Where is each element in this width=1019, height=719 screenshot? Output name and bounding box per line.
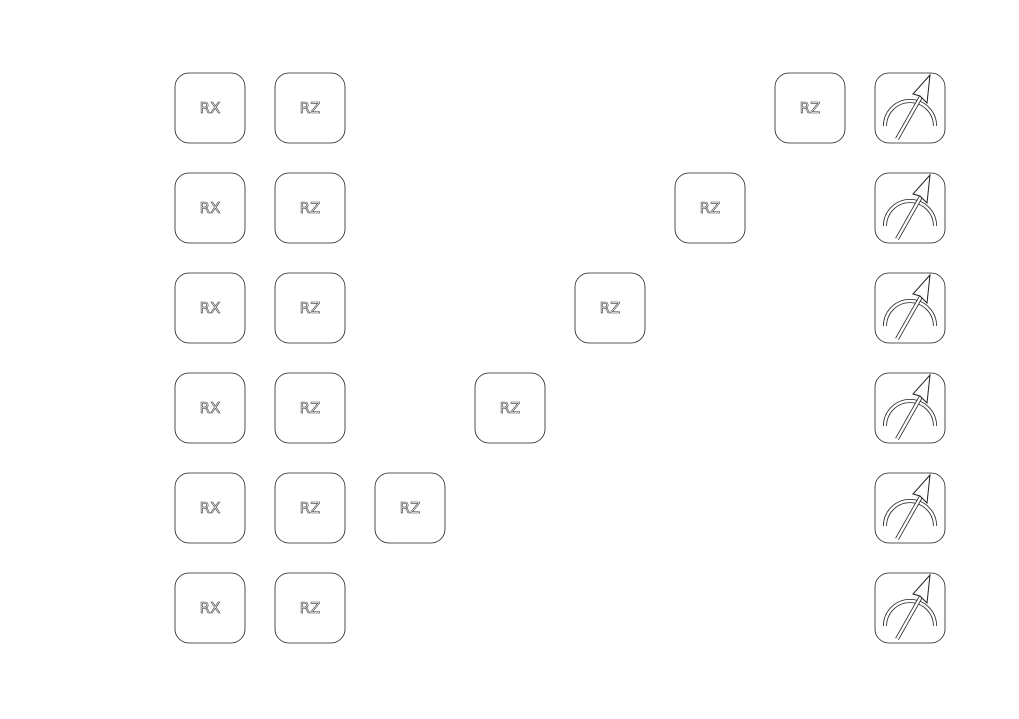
- gate-rz: RZ: [474, 372, 546, 444]
- measure-gate: [874, 72, 946, 144]
- gate-rz: RZ: [274, 72, 346, 144]
- gate-box: [474, 372, 546, 444]
- gate-box: [174, 472, 246, 544]
- gate-rx: RX: [174, 72, 246, 144]
- gate-box: [574, 272, 646, 344]
- measure-gate: [874, 272, 946, 344]
- gate-box: [274, 572, 346, 644]
- gate-rz: RZ: [274, 172, 346, 244]
- meter-icon: [883, 73, 937, 140]
- gate-label: RX: [200, 199, 221, 217]
- gate-box: [374, 472, 446, 544]
- gate-rz: RZ: [274, 572, 346, 644]
- measure-gate: [874, 572, 946, 644]
- gate-label: RZ: [300, 99, 321, 117]
- meter-icon: [883, 273, 937, 340]
- measure-gate: [874, 372, 946, 444]
- gate-box: [174, 72, 246, 144]
- meter-icon: [883, 573, 937, 640]
- gate-rz: RZ: [574, 272, 646, 344]
- gate-label: RX: [200, 399, 221, 417]
- gate-box: [174, 372, 246, 444]
- gate-box: [174, 272, 246, 344]
- gate-box: [874, 572, 946, 644]
- gate-label: RX: [200, 99, 221, 117]
- gate-box: [274, 272, 346, 344]
- gate-rx: RX: [174, 472, 246, 544]
- gate-label: RZ: [800, 99, 821, 117]
- gate-label: RZ: [300, 499, 321, 517]
- gate-label: RZ: [300, 599, 321, 617]
- gate-rx: RX: [174, 372, 246, 444]
- meter-icon: [883, 373, 937, 440]
- meter-icon: [883, 173, 937, 240]
- gate-box: [674, 172, 746, 244]
- gate-rz: RZ: [374, 472, 446, 544]
- gate-label: RZ: [400, 499, 421, 517]
- gate-box: [274, 72, 346, 144]
- gate-box: [274, 372, 346, 444]
- gate-label: RZ: [600, 299, 621, 317]
- gate-box: [874, 372, 946, 444]
- measure-gate: [874, 172, 946, 244]
- gate-label: RX: [200, 499, 221, 517]
- gate-label: RX: [200, 599, 221, 617]
- gate-rz: RZ: [274, 372, 346, 444]
- gate-rx: RX: [174, 272, 246, 344]
- gate-label: RZ: [700, 199, 721, 217]
- meter-icon: [883, 473, 937, 540]
- measure-gate: [874, 472, 946, 544]
- gate-box: [774, 72, 846, 144]
- gate-label: RZ: [300, 299, 321, 317]
- gate-box: [874, 272, 946, 344]
- gate-label: RZ: [500, 399, 521, 417]
- gate-box: [874, 472, 946, 544]
- gate-rz: RZ: [274, 272, 346, 344]
- gate-rx: RX: [174, 572, 246, 644]
- gate-box: [174, 572, 246, 644]
- gate-box: [874, 172, 946, 244]
- gate-rz: RZ: [774, 72, 846, 144]
- gate-box: [274, 472, 346, 544]
- gate-label: RX: [200, 299, 221, 317]
- gate-label: RZ: [300, 199, 321, 217]
- gate-box: [274, 172, 346, 244]
- gate-rz: RZ: [674, 172, 746, 244]
- gate-box: [174, 172, 246, 244]
- gate-label: RZ: [300, 399, 321, 417]
- gate-box: [874, 72, 946, 144]
- gate-rx: RX: [174, 172, 246, 244]
- gate-rz: RZ: [274, 472, 346, 544]
